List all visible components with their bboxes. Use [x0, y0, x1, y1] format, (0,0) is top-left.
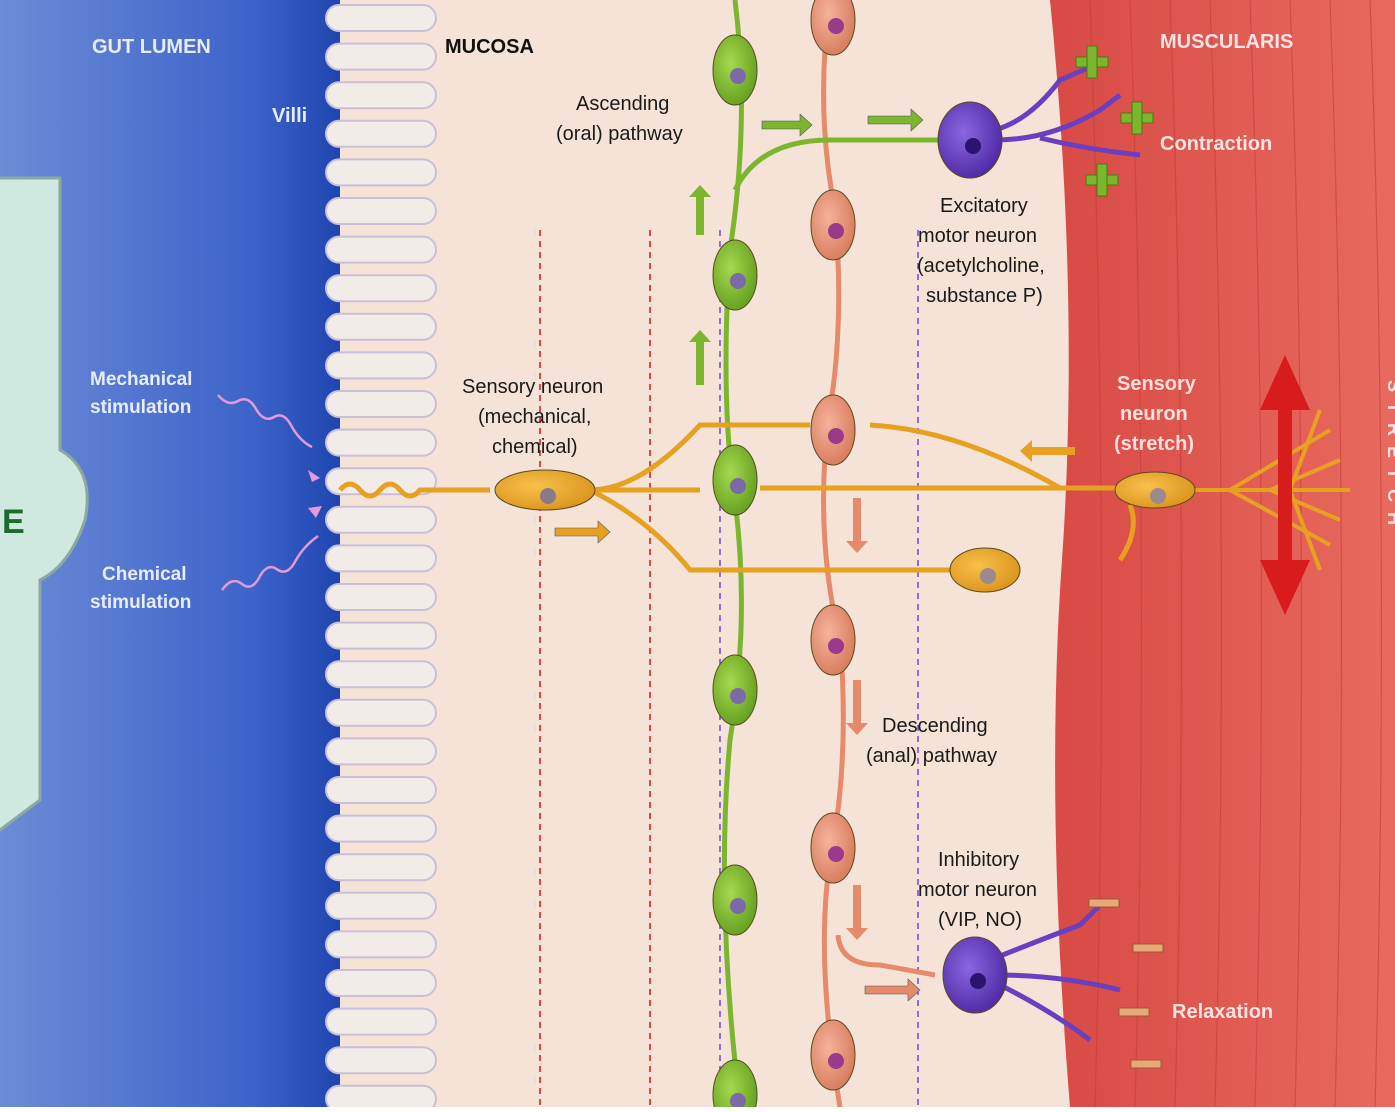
excitatory-label-4: substance P): [926, 285, 1043, 307]
ascending-interneuron-nucleus: [730, 898, 746, 914]
inhibitory-label: Inhibitory: [938, 849, 1019, 871]
stretch-sensory-label-3: (stretch): [1114, 433, 1194, 455]
sensory-neuron-mechanical-nucleus: [540, 488, 556, 504]
villus: [326, 275, 436, 301]
villus: [326, 545, 436, 571]
excitatory-label-3: (acetylcholine,: [917, 255, 1045, 277]
ascending-interneuron: [713, 35, 757, 105]
villus: [326, 700, 436, 726]
villus: [326, 121, 436, 147]
villus: [326, 623, 436, 649]
minus-sign: [1131, 1060, 1161, 1068]
ascending-label: Ascending: [576, 93, 669, 115]
villus: [326, 314, 436, 340]
mechanical-label: Mechanical: [90, 369, 192, 390]
inhibitory-label-2: motor neuron: [918, 879, 1037, 901]
descending-interneuron-nucleus: [828, 428, 844, 444]
ascending-interneuron-nucleus: [730, 273, 746, 289]
villus: [326, 1086, 436, 1107]
plus-sign-v: [1097, 164, 1107, 196]
villus: [326, 391, 436, 417]
sensory-neuron-label-3: chemical): [492, 436, 578, 458]
contraction-label: Contraction: [1160, 133, 1272, 155]
descending-interneuron: [811, 1020, 855, 1090]
villus: [326, 893, 436, 919]
excitatory-motor-neuron: [938, 102, 1002, 178]
villus: [326, 159, 436, 185]
villus: [326, 82, 436, 108]
villi-strip: [326, 5, 436, 1107]
excitatory-label-2: motor neuron: [918, 225, 1037, 247]
inhibitory-motor-neuron-nucleus: [970, 973, 986, 989]
descending-interneuron-nucleus: [828, 1053, 844, 1069]
excitatory-motor-neuron-nucleus: [965, 138, 981, 154]
villus: [326, 854, 436, 880]
villus: [326, 816, 436, 842]
ascending-interneuron: [713, 655, 757, 725]
orange-interneuron-nucleus: [980, 568, 996, 584]
stretch-label: STRETCH: [1384, 380, 1395, 535]
mechanical-label-2: stimulation: [90, 397, 191, 418]
villus: [326, 44, 436, 70]
villus: [326, 584, 436, 610]
callout-letter: E: [2, 503, 25, 541]
stretch-sensory-label-2: neuron: [1120, 403, 1188, 425]
muscularis-label: MUSCULARIS: [1160, 31, 1293, 53]
plus-sign-v: [1087, 46, 1097, 78]
minus-sign: [1133, 944, 1163, 952]
villus: [326, 931, 436, 957]
villus: [326, 237, 436, 263]
ascending-label-2: (oral) pathway: [556, 123, 683, 145]
ascending-interneuron: [713, 240, 757, 310]
descending-interneuron: [811, 395, 855, 465]
orange-interneuron: [950, 548, 1020, 592]
plus-sign-v: [1132, 102, 1142, 134]
villus: [326, 352, 436, 378]
inhibitory-label-3: (VIP, NO): [938, 909, 1022, 931]
villus: [326, 661, 436, 687]
descending-interneuron: [811, 190, 855, 260]
minus-sign: [1119, 1008, 1149, 1016]
stretch-sensory-label: Sensory: [1117, 373, 1197, 395]
inhibitory-motor-neuron: [943, 937, 1007, 1013]
sensory-neuron-label: Sensory neuron: [462, 376, 603, 398]
descending-interneuron-nucleus: [828, 18, 844, 34]
villus: [326, 507, 436, 533]
ascending-interneuron: [713, 865, 757, 935]
villus: [326, 430, 436, 456]
descending-label-2: (anal) pathway: [866, 745, 997, 767]
descending-interneuron: [811, 813, 855, 883]
descending-label: Descending: [882, 715, 988, 737]
descending-interneuron: [811, 605, 855, 675]
villus: [326, 1009, 436, 1035]
sensory-neuron-mechanical: [495, 470, 595, 510]
excitatory-label: Excitatory: [940, 195, 1028, 217]
mucosa-label: MUCOSA: [445, 36, 534, 58]
minus-sign: [1089, 899, 1119, 907]
villus: [326, 5, 436, 31]
gut-lumen-label: GUT LUMEN: [92, 36, 211, 58]
chemical-label-2: stimulation: [90, 592, 191, 613]
villi-label: Villi: [272, 105, 307, 127]
villus: [326, 970, 436, 996]
ascending-interneuron-nucleus: [730, 478, 746, 494]
chemical-label: Chemical: [102, 564, 186, 585]
villus: [326, 1047, 436, 1073]
ascending-interneuron: [713, 445, 757, 515]
ascending-interneuron-nucleus: [730, 688, 746, 704]
relaxation-label: Relaxation: [1172, 1001, 1273, 1023]
sensory-neuron-stretch: [1115, 472, 1195, 508]
descending-interneuron-nucleus: [828, 223, 844, 239]
ascending-interneuron-nucleus: [730, 68, 746, 84]
sensory-neuron-label-2: (mechanical,: [478, 406, 591, 428]
villus: [326, 738, 436, 764]
sensory-neuron-stretch-nucleus: [1150, 488, 1166, 504]
villus: [326, 777, 436, 803]
descending-interneuron-nucleus: [828, 638, 844, 654]
descending-interneuron-nucleus: [828, 846, 844, 862]
villus: [326, 198, 436, 224]
